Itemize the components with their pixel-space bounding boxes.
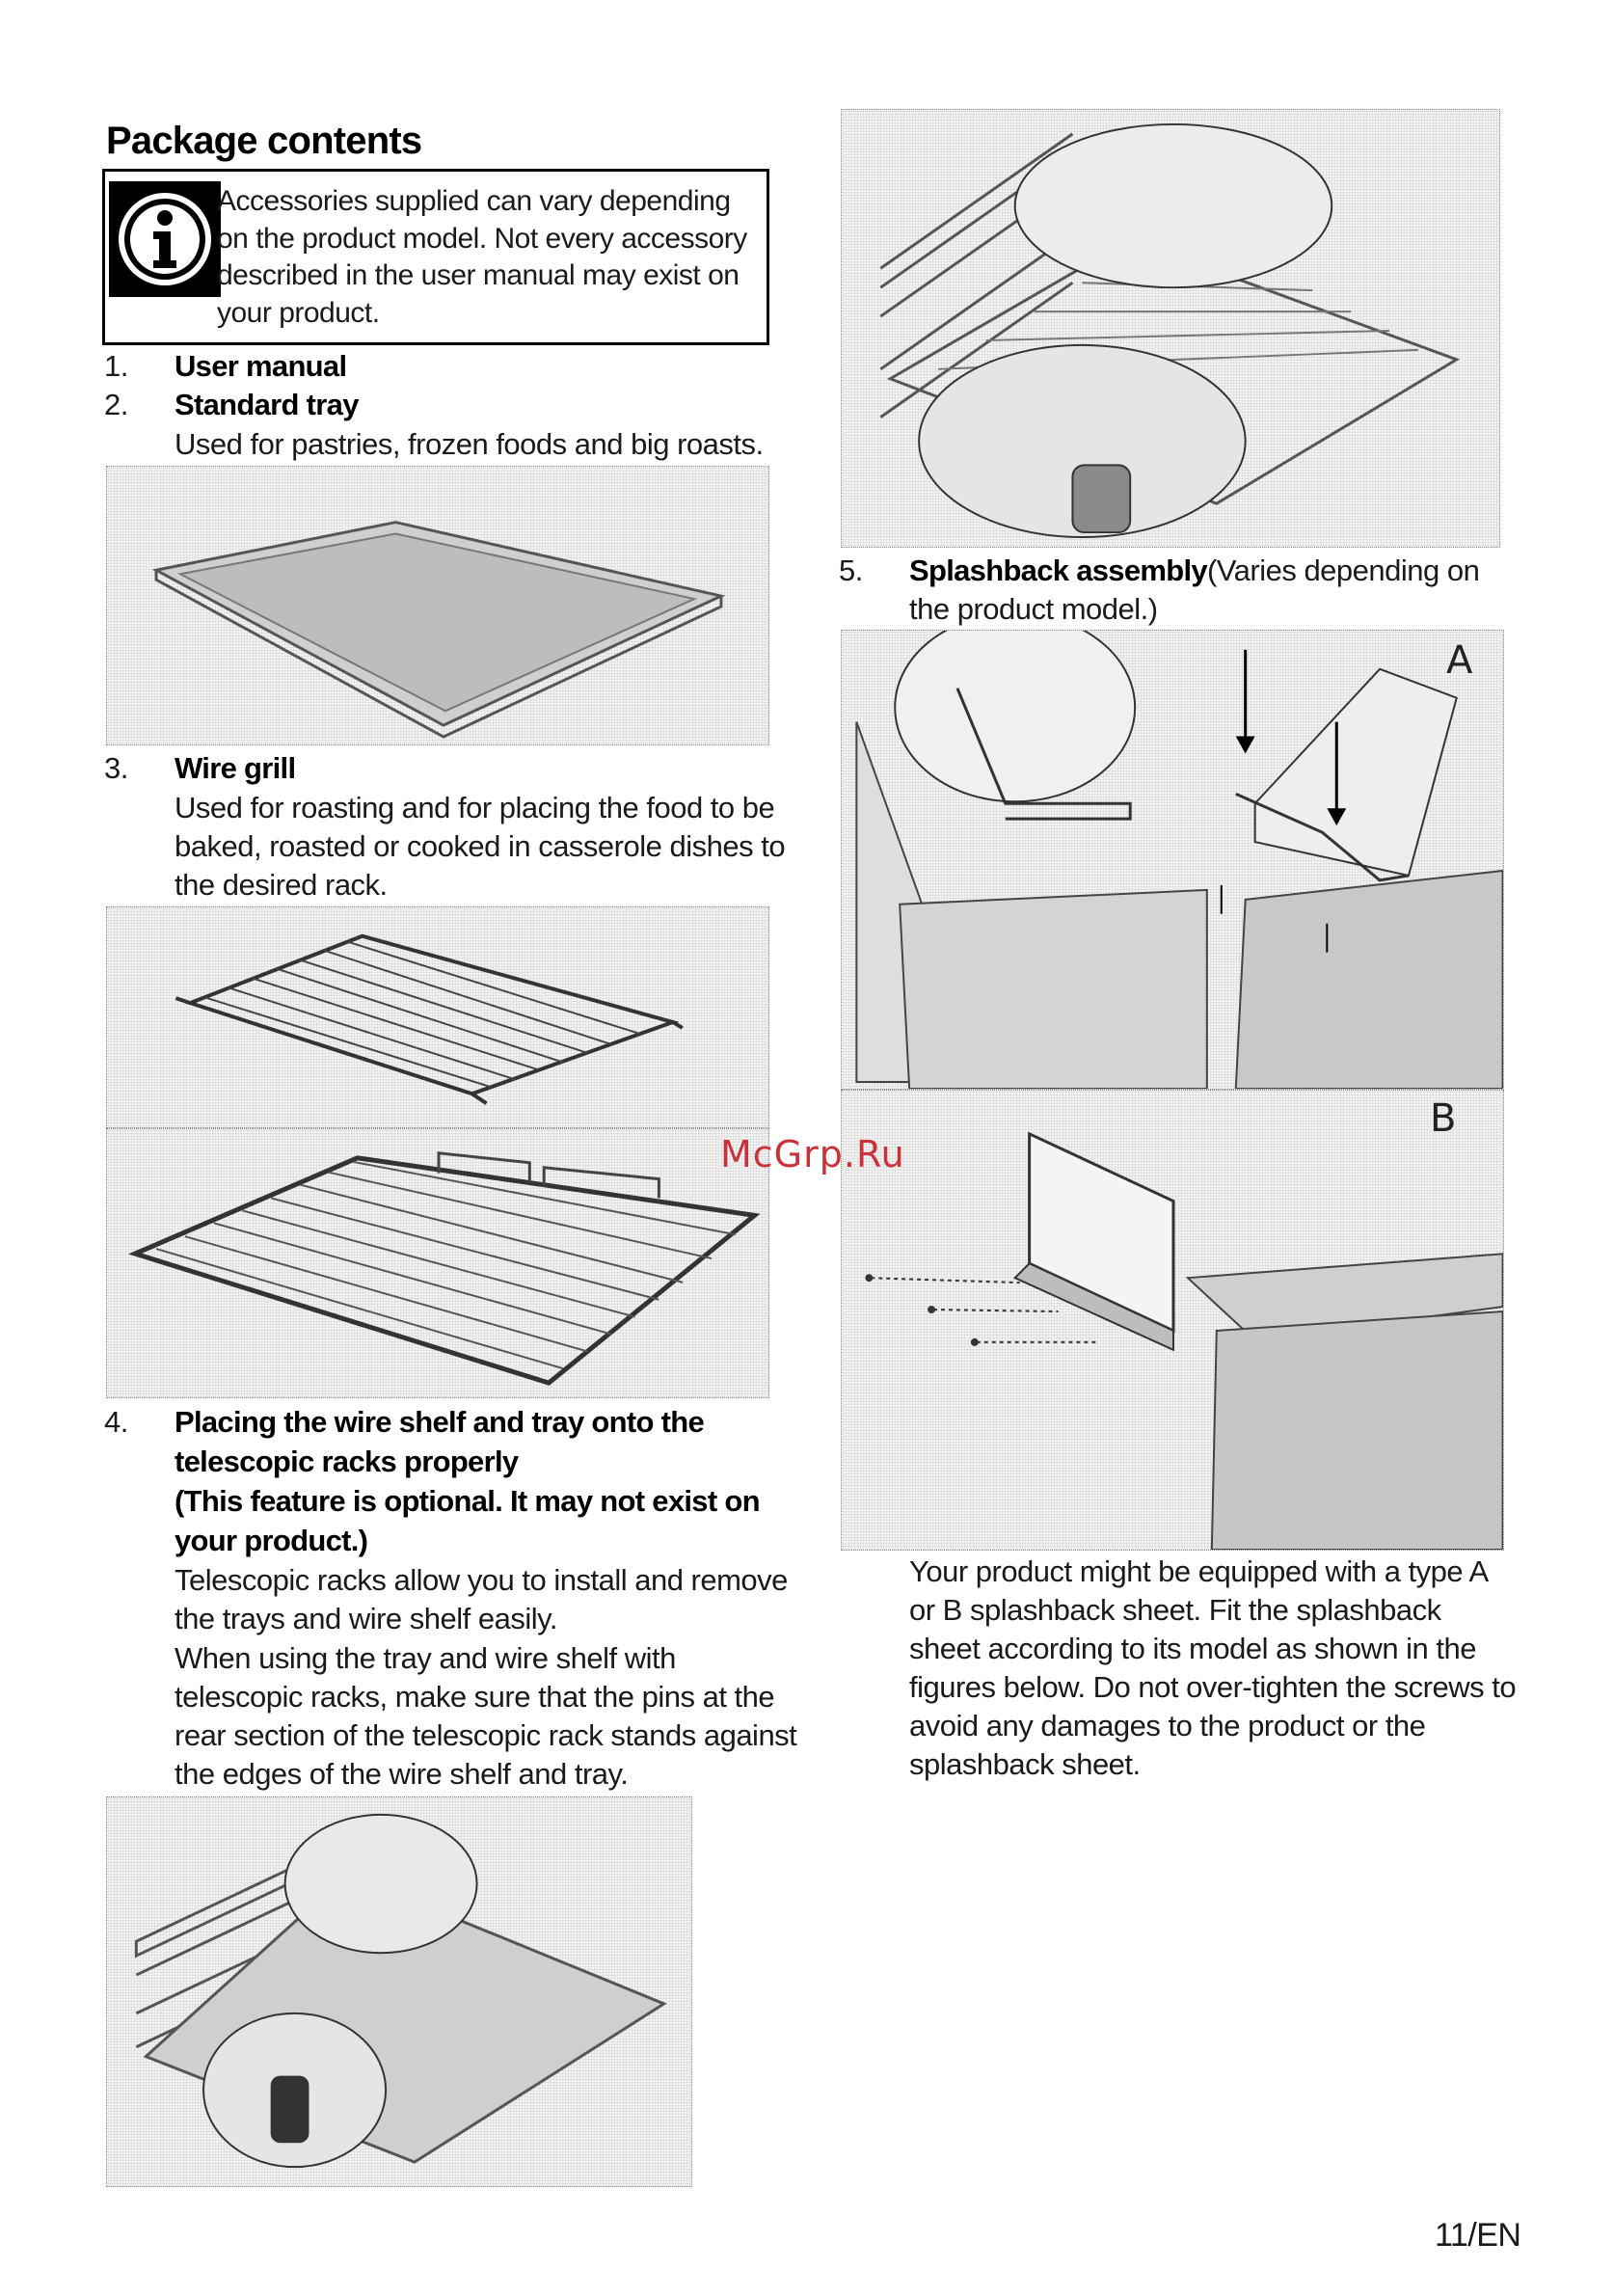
- item-desc: Telescopic racks allow you to install an…: [175, 1563, 788, 1635]
- splashback-title: Splashback assembly: [909, 554, 1208, 587]
- item-number: 2.: [104, 388, 128, 421]
- item-title-telescopic-line-4: your product.): [175, 1524, 368, 1557]
- item-number: 4.: [104, 1405, 128, 1439]
- item-title-telescopic-line-1: Placing the wire shelf and tray onto the: [175, 1405, 705, 1439]
- page-number: 11/EN: [1435, 2217, 1521, 2254]
- standard-tray-figure: [106, 466, 769, 745]
- item-title-telescopic-line-2: telescopic racks properly: [175, 1445, 519, 1478]
- item-desc: Used for roasting and for placing the fo…: [175, 791, 786, 902]
- item-number: 5.: [839, 554, 863, 587]
- watermark: McGrp.Ru: [720, 1133, 905, 1175]
- telescopic-grill-figure: [841, 109, 1500, 548]
- item-desc: When using the tray and wire shelf with …: [175, 1641, 797, 1791]
- splashback-title-suffix: (Varies depending on the product model.): [909, 554, 1480, 626]
- figure-label-b: B: [1430, 1096, 1457, 1141]
- telescopic-tray-figure: [106, 1796, 692, 2187]
- info-icon: [109, 181, 221, 297]
- info-note-text: Accessories supplied can vary depending …: [217, 185, 747, 329]
- item-title-wire-grill: Wire grill: [175, 751, 296, 785]
- splashback-instructions: Your product might be equipped with a ty…: [909, 1554, 1517, 1781]
- item-desc: Used for pastries, frozen foods and big …: [175, 427, 764, 461]
- figure-label-a: A: [1446, 638, 1473, 683]
- wire-grill-figure-1: [106, 906, 769, 1128]
- item-title-telescopic-line-3: (This feature is optional. It may not ex…: [175, 1484, 761, 1518]
- wire-grill-figure-2: [106, 1128, 769, 1398]
- item-title-splashback: Splashback assembly(Varies depending on …: [909, 552, 1517, 629]
- page-title: Package contents: [106, 120, 422, 162]
- item-number: 1.: [104, 349, 128, 383]
- splashback-figure-a: [841, 630, 1504, 1090]
- item-title-user-manual: User manual: [175, 349, 347, 383]
- splashback-figure-b: [841, 1090, 1504, 1551]
- info-box: Accessories supplied can vary depending …: [102, 169, 769, 345]
- item-title-standard-tray: Standard tray: [175, 388, 359, 421]
- item-number: 3.: [104, 751, 128, 785]
